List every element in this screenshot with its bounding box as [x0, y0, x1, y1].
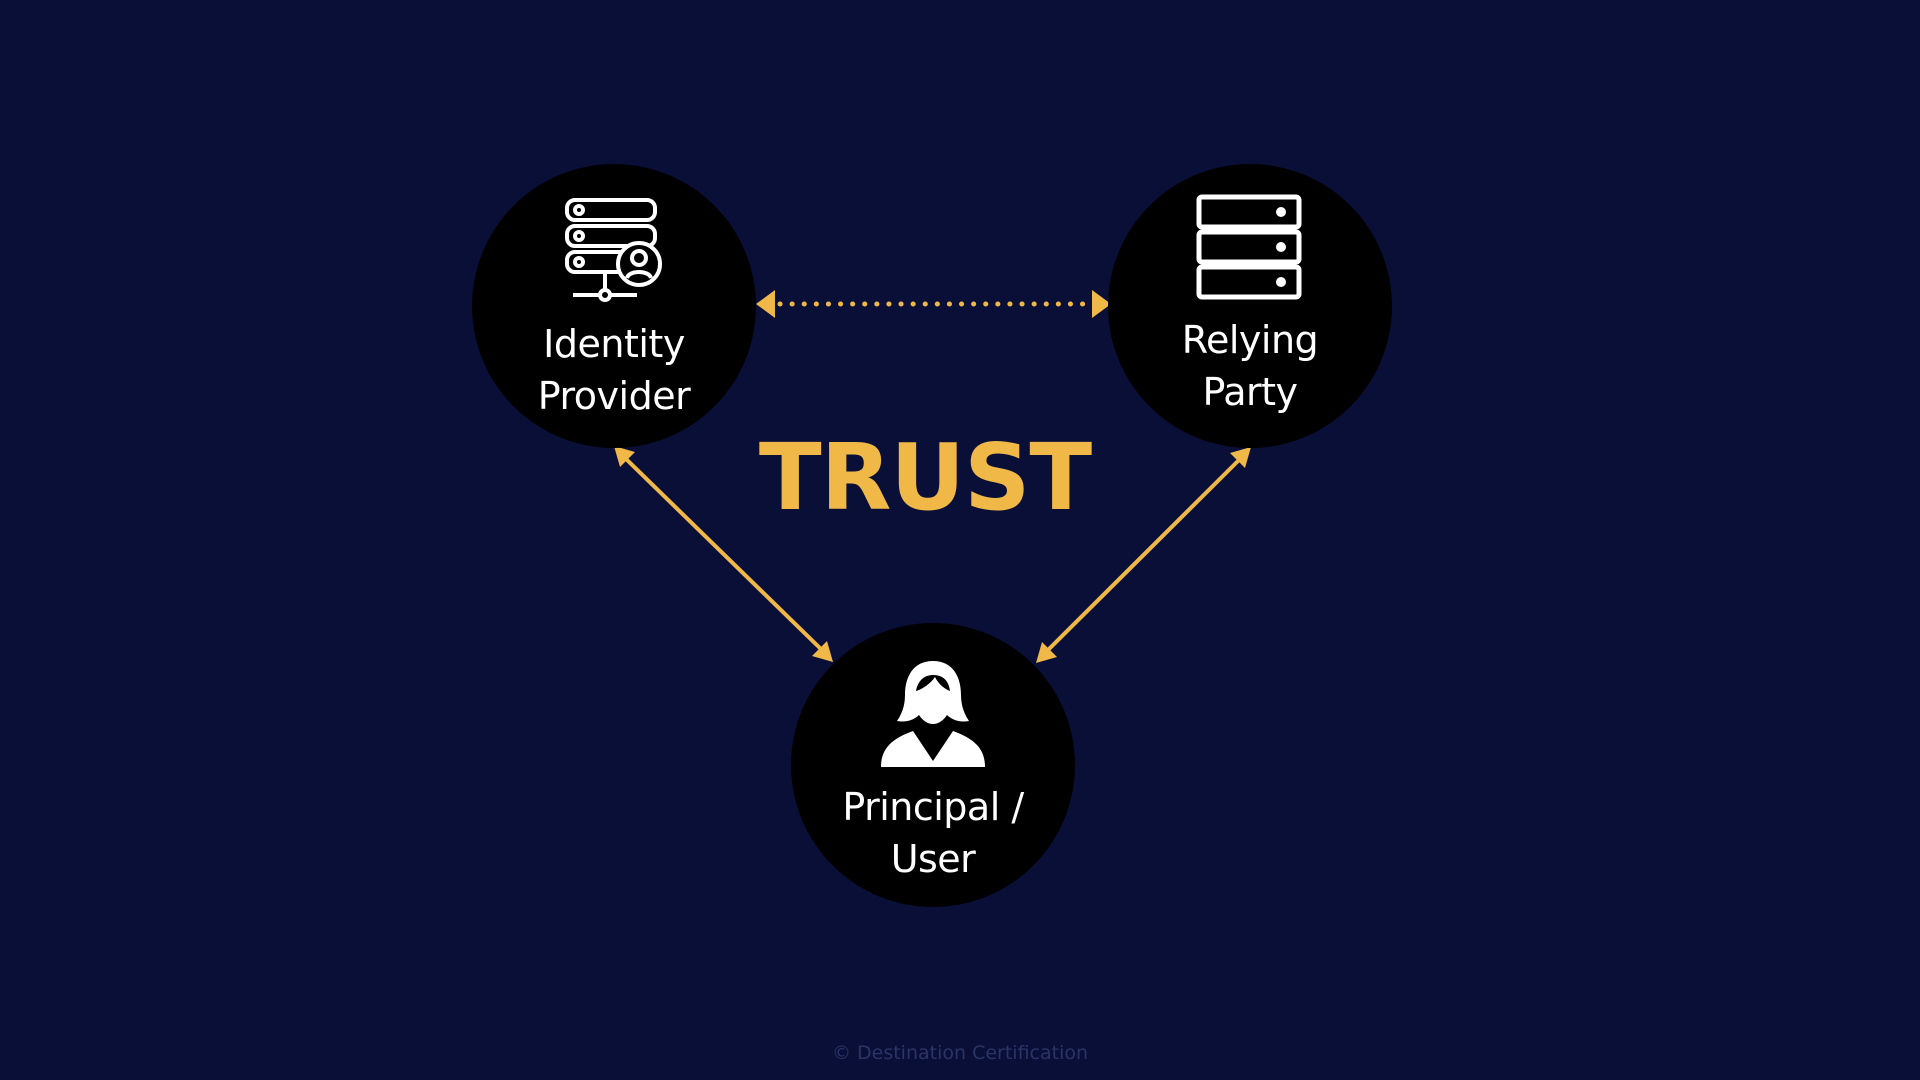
trust-label: TRUST — [758, 424, 1092, 531]
rp-user-line — [1042, 454, 1245, 656]
arrowhead-left — [756, 290, 775, 318]
arrowhead-idp — [614, 446, 635, 467]
relying-party-label-line1: Relying — [1181, 318, 1319, 362]
server-user-icon — [565, 198, 662, 302]
copyright-notice: © Destination Certification — [831, 1042, 1089, 1064]
relying-party-label-line2: Party — [1202, 370, 1298, 414]
principal-user-label: Principal / User — [791, 781, 1075, 885]
arrowhead-right — [1092, 290, 1111, 318]
rp-user-connector — [1036, 447, 1251, 663]
identity-provider-label: Identity Provider — [472, 318, 756, 422]
relying-party-label: Relying Party — [1108, 314, 1392, 418]
woman-user-icon — [881, 661, 985, 767]
idp-rp-connector — [756, 290, 1111, 318]
principal-user-label-line1: Principal / — [842, 785, 1024, 829]
arrowhead-user-left — [812, 641, 833, 662]
principal-user-label-line2: User — [890, 837, 976, 881]
idp-user-connector — [614, 446, 833, 662]
identity-provider-label-line1: Identity — [543, 322, 685, 366]
relying-party-node: Relying Party — [1108, 164, 1392, 448]
idp-user-line — [620, 453, 827, 655]
identity-provider-node: Identity Provider — [472, 164, 756, 448]
arrowhead-user-right — [1036, 642, 1057, 663]
arrowhead-rp — [1230, 447, 1251, 468]
principal-user-node: Principal / User — [791, 623, 1075, 907]
server-rack-icon — [1196, 194, 1302, 300]
identity-provider-label-line2: Provider — [537, 374, 691, 418]
